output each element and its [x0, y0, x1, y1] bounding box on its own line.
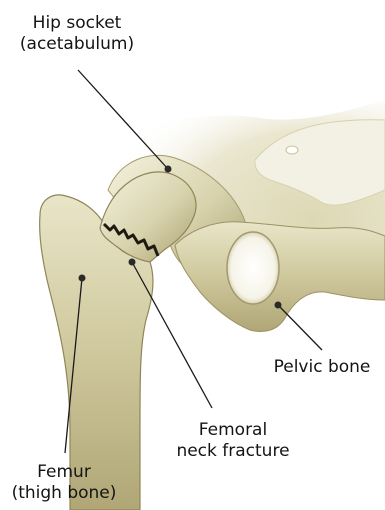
pelvic-bone-shape — [175, 222, 385, 332]
label-fracture-line1: Femoral — [168, 420, 298, 441]
hip-socket-marker — [165, 166, 172, 173]
label-hip-socket: Hip socket (acetabulum) — [4, 13, 150, 55]
label-femur: Femur (thigh bone) — [2, 462, 126, 504]
pelvis-small-hole — [286, 146, 298, 154]
femur-marker — [79, 275, 86, 282]
obturator-foramen — [227, 232, 279, 304]
pelvic-bone-leader-line — [278, 305, 322, 350]
fracture-marker — [129, 259, 136, 266]
label-hip-socket-line2: (acetabulum) — [4, 34, 150, 55]
label-femur-line2: (thigh bone) — [2, 483, 126, 504]
pelvic-bone-marker — [275, 302, 282, 309]
label-femur-line1: Femur — [2, 462, 126, 483]
label-pelvic-bone-line1: Pelvic bone — [262, 357, 382, 378]
label-hip-socket-line1: Hip socket — [4, 13, 150, 34]
label-fracture: Femoral neck fracture — [168, 420, 298, 462]
label-fracture-line2: neck fracture — [168, 441, 298, 462]
label-pelvic-bone: Pelvic bone — [262, 357, 382, 378]
